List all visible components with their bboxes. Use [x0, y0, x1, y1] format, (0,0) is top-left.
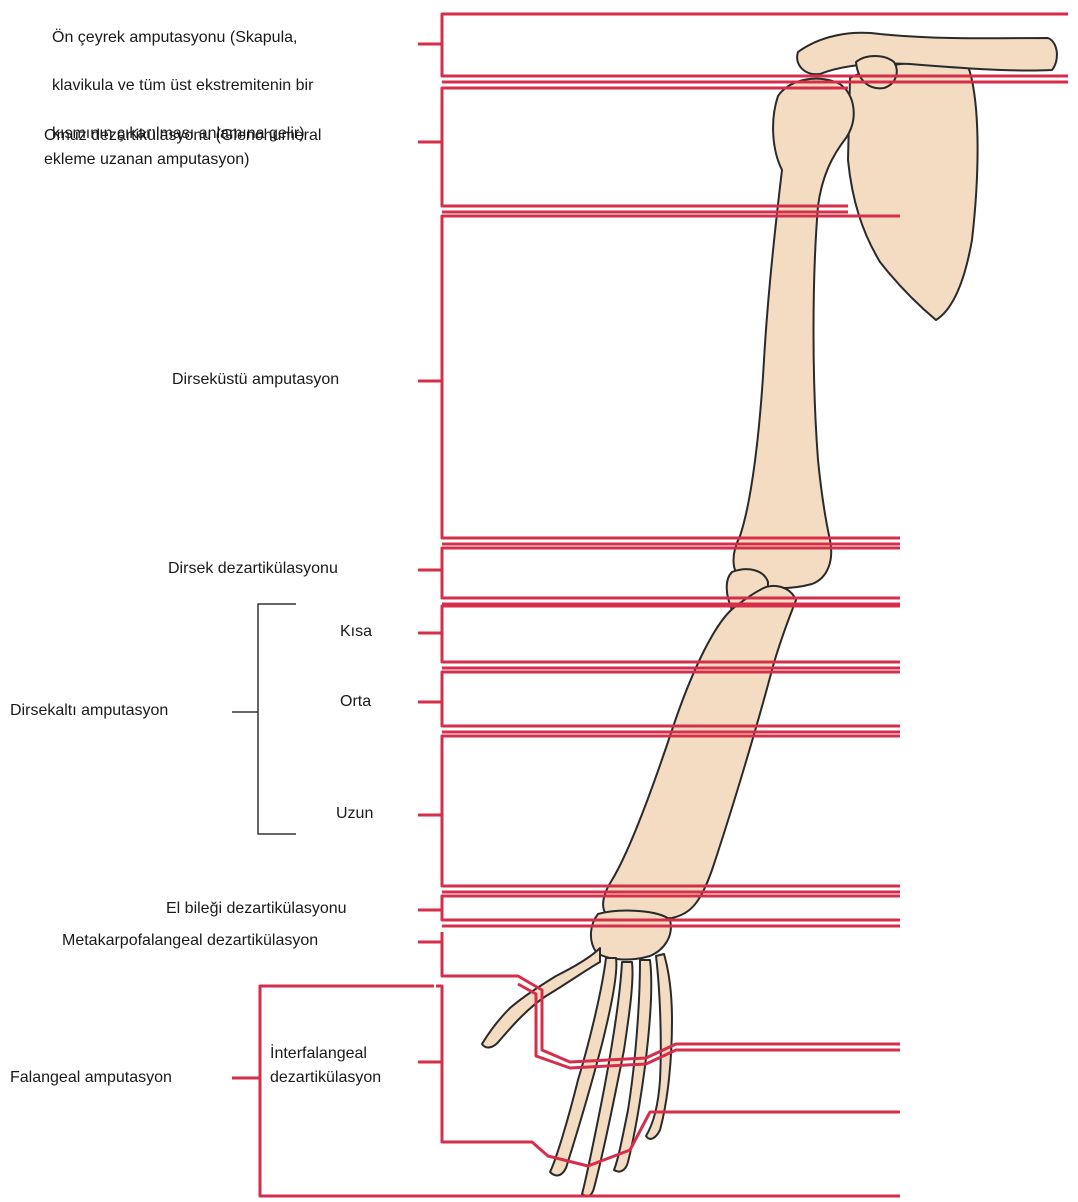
label-shoulder-line-1: Omuz dezartikülasyonu (Glenohumeral — [44, 124, 321, 148]
label-phalangeal: Falangeal amputasyon — [10, 1067, 172, 1089]
label-shoulder: Omuz dezartikülasyonu (Glenohumeral ekle… — [44, 124, 321, 172]
label-long: Uzun — [336, 803, 373, 825]
label-forequarter-line-2: klavikula ve tüm üst ekstremitenin bir — [52, 74, 313, 98]
bracket-mid — [442, 672, 900, 726]
label-wrist: El bileği dezartikülasyonu — [166, 898, 347, 920]
scapula — [848, 62, 978, 320]
label-interphalangeal-line-2: dezartikülasyon — [270, 1066, 381, 1090]
radius — [603, 586, 796, 919]
bracket-below-elbow — [258, 604, 296, 834]
label-interphalangeal-line-1: İnterfalangeal — [270, 1042, 381, 1066]
bracket-short — [442, 606, 900, 662]
bracket-above-elbow — [442, 216, 900, 538]
label-short: Kısa — [340, 621, 372, 643]
label-above-elbow: Dirseküstü amputasyon — [172, 369, 339, 391]
label-elbow: Dirsek dezartikülasyonu — [168, 558, 338, 580]
line-mcp-level-2 — [518, 984, 900, 1068]
label-interphalangeal: İnterfalangeal dezartikülasyon — [270, 1042, 381, 1090]
label-below-elbow: Dirsekaltı amputasyon — [10, 700, 168, 722]
humerus — [734, 79, 854, 588]
label-mid: Orta — [340, 691, 371, 713]
label-forequarter-line-1: Ön çeyrek amputasyonu (Skapula, — [52, 26, 313, 50]
label-mcp: Metakarpofalangeal dezartikülasyon — [62, 930, 318, 952]
carpals — [591, 911, 671, 960]
label-shoulder-line-2: ekleme uzanan amputasyon) — [44, 148, 321, 172]
